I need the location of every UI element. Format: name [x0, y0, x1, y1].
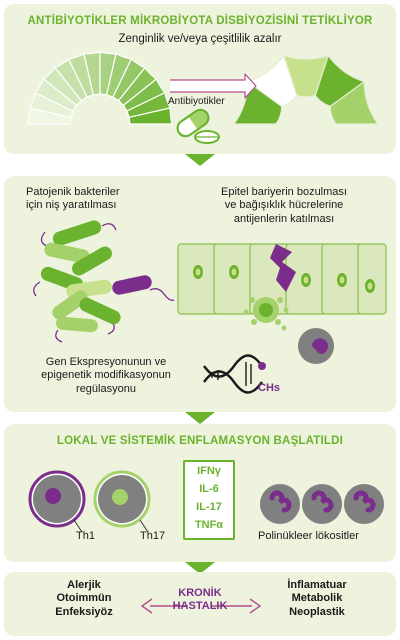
pill-icon: [194, 130, 220, 144]
disease-allergic: Alerjik: [67, 579, 101, 591]
panel-3-title: LOKAL VE SİSTEMİK ENFLAMASYON BAŞLATILDI: [56, 435, 344, 447]
disease-types-left: Alerjik Otoimmün Enfeksiyöz: [36, 579, 132, 619]
chronic-line-2: HASTALIK: [172, 600, 228, 613]
barrier-label: Epitel bariyerin bozulması ve bağışıklık…: [196, 186, 372, 226]
gene-line-1: Gen Ekspresyonunun ve: [45, 356, 167, 368]
chs-label: CHs: [258, 382, 281, 394]
panel-1-subtitle: Zenginlik ve/veya çeşitlilik azalır: [118, 33, 282, 45]
niche-line-1: Patojenik bakteriler: [26, 186, 120, 198]
fan-segment: [329, 80, 380, 125]
disease-metabolic: Metabolik: [291, 592, 343, 605]
gene-regulation-label: Gen Ekspresyonunun ve epigenetik modifik…: [8, 356, 204, 396]
bacteria-cluster-icon: [33, 220, 175, 343]
niche-line-2: için niş yaratılması: [26, 199, 117, 212]
cytokine-il17: IL-17: [196, 501, 222, 513]
gene-line-2: epigenetik modifikasyonun: [41, 369, 171, 382]
cytokine-box: IFNγ IL-6 IL-17 TNFα: [183, 460, 235, 540]
leukocytes-label: Polinükleer lökositler: [258, 530, 359, 542]
down-arrow-1: [185, 154, 215, 166]
down-arrow-2: [185, 412, 215, 424]
epithelial-barrier-icon: [177, 243, 387, 364]
chronic-line-1: KRONİK: [178, 587, 222, 599]
dna-icon: [203, 354, 266, 394]
rich-microbiota-fan: [27, 51, 173, 125]
cytokine-ifng: IFNγ: [197, 465, 221, 477]
left-arrow-icon: [140, 598, 188, 614]
cytokine-tnfa: TNFα: [194, 519, 224, 531]
niche-label: Patojenik bakteriler için niş yaratılmas…: [26, 186, 120, 213]
cytokine-il6: IL-6: [199, 483, 219, 495]
disease-types-right: İnflamatuar Metabolik Neoplastik: [262, 579, 372, 619]
disease-neoplastic: Neoplastik: [289, 605, 345, 618]
th17-label: Th17: [140, 530, 166, 542]
antibiotic-label: Antibiyotikler: [168, 96, 225, 107]
disease-inflammatory: İnflamatuar: [287, 579, 347, 591]
down-arrow-3: [185, 562, 215, 574]
th1-label: Th1: [76, 530, 95, 542]
disease-autoimmune: Otoimmün: [56, 592, 112, 605]
capsule-icon: [176, 108, 210, 138]
panel-1-title: ANTİBİYOTİKLER MİKROBİYOTA DİSBİYOZİSİNİ…: [27, 15, 373, 27]
barrier-line-3: antijenlerin katılması: [233, 212, 335, 225]
antibiotic-arrow: [170, 73, 257, 99]
right-arrow-icon: [212, 598, 262, 614]
th17-cell-icon: [93, 470, 151, 533]
panel-chronic-disease: [4, 572, 396, 636]
poor-microbiota-fan: [232, 54, 380, 125]
chronic-disease-label: KRONİK HASTALIK: [150, 587, 250, 614]
th1-cell-icon: [28, 470, 86, 533]
barrier-line-1: Epitel bariyerin bozulması: [221, 186, 347, 198]
disease-infectious: Enfeksiyöz: [55, 605, 113, 618]
fan-segment: [128, 107, 173, 125]
leukocytes-icon: [260, 484, 384, 524]
barrier-line-2: ve bağışıklık hücrelerine: [224, 199, 344, 212]
gene-line-3: regülasyonu: [76, 382, 136, 395]
